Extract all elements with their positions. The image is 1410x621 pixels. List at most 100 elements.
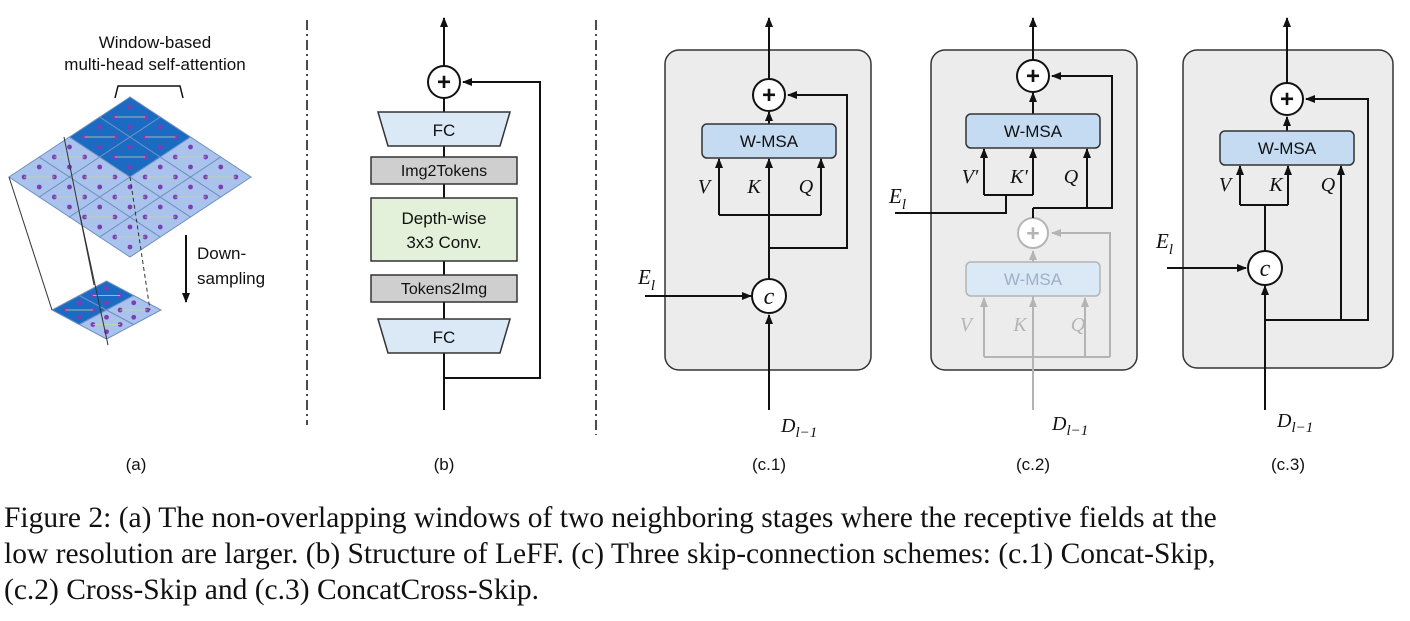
c2-faded-skip (1051, 229, 1111, 357)
c2-wmsa-block (965, 113, 1101, 149)
token-dot (76, 300, 82, 306)
token-dot (104, 300, 109, 306)
c3-wmsa-label: W-MSA (1258, 139, 1317, 158)
panel-c1-label: (c.1) (752, 455, 786, 474)
token-dot (97, 164, 103, 170)
panel-b: + FC Img2Tokens Depth-wise 3x3 Conv. Tok… (370, 17, 541, 474)
panel-a-label: (a) (126, 455, 147, 474)
token-dot (131, 300, 137, 306)
caption-line-1: Figure 2: (a) The non-overlapping window… (4, 502, 1217, 534)
token-dot (218, 164, 224, 170)
panel-c2-label: (c.2) (1016, 455, 1050, 474)
token-dot (97, 184, 103, 190)
token-dot (127, 244, 133, 250)
token-dot (97, 204, 103, 210)
token-dot (76, 314, 82, 320)
c2-encoder-line (895, 194, 1033, 214)
token-dot (127, 164, 133, 170)
tokens2img-label: Tokens2Img (401, 281, 487, 298)
panel-a: Window-based multi-head self-attention D… (8, 33, 265, 474)
c3-q-label: Q (1321, 174, 1336, 196)
tokens2img-block (370, 274, 518, 303)
token-dot (97, 124, 103, 130)
attention-title-line1: Window-based (99, 33, 211, 52)
token-dot (127, 124, 133, 130)
window-bracket (114, 85, 184, 99)
panel-c1: W-MSA + V K Q c El Dl−1 (c.1) (637, 17, 872, 474)
c3-concat-node (1247, 250, 1283, 286)
add-symbol: + (437, 69, 451, 96)
fc-bottom-block (376, 318, 512, 354)
c1-concat-symbol: c (764, 284, 775, 310)
figure-caption: Figure 2: (a) The non-overlapping window… (4, 500, 1404, 608)
c1-wmsa-block (701, 123, 837, 159)
c2-faded-v-label: V (960, 314, 975, 336)
c1-skip-line (769, 91, 848, 249)
add-node (427, 65, 461, 99)
token-dot (131, 314, 137, 320)
panel-b-label: (b) (434, 455, 455, 474)
c3-encoder-label: El (1155, 229, 1173, 258)
token-dot (157, 124, 163, 130)
token-dot (188, 164, 193, 170)
c2-encoder-label: El (888, 184, 906, 213)
token-dot (104, 285, 109, 291)
token-dot (157, 204, 163, 210)
caption-line-2: low resolution are larger. (b) Structure… (4, 538, 1216, 570)
token-dot (157, 144, 163, 150)
depthwise-conv-block (370, 197, 518, 262)
c1-decoder-label: Dl−1 (780, 415, 817, 441)
panel-c3: W-MSA + c V K Q El Dl−1 (c.3) (1155, 17, 1394, 474)
token-dot (67, 204, 72, 210)
token-dot (157, 164, 163, 170)
c2-skip-line (1033, 72, 1113, 209)
token-dot (157, 184, 163, 190)
panel-c3-label: (c.3) (1271, 455, 1305, 474)
img2tokens-block (370, 156, 518, 185)
c1-q-label: Q (799, 176, 814, 198)
c2-faded-fanout (983, 300, 1110, 358)
c2-add-symbol: + (1026, 63, 1040, 90)
c1-add-symbol: + (762, 82, 776, 109)
figure-diagram: Window-based multi-head self-attention D… (8, 17, 1394, 474)
c1-vkq-fanout (718, 165, 822, 216)
downsampling-label-line2: sampling (197, 269, 265, 288)
token-dot (218, 184, 224, 190)
projection-lines (8, 136, 151, 346)
depthwise-label-line1: Depth-wise (401, 209, 486, 228)
c2-v-prime-label: V′ (962, 166, 979, 188)
downsampling-label-line1: Down- (197, 244, 246, 263)
c2-wmsa-label: W-MSA (1004, 122, 1063, 141)
fc-bottom-label: FC (433, 328, 456, 347)
token-dot (97, 224, 103, 230)
c2-faded-q-label: Q (1071, 314, 1086, 336)
c1-v-label: V (698, 176, 713, 198)
token-dot (97, 144, 103, 150)
token-dot (127, 204, 133, 210)
fc-top-label: FC (433, 121, 456, 140)
token-dot (188, 184, 193, 190)
c2-faded-wmsa-block (965, 261, 1101, 297)
panel-c2: W-MSA + V K Q W-MSA + V′ K′ Q El Dl−1 (c… (888, 17, 1138, 474)
token-dot (127, 144, 133, 150)
residual-skip-line (444, 78, 541, 379)
c1-add-node (752, 78, 786, 112)
c2-faded-k-label: K (1012, 314, 1028, 336)
c2-faded-add-symbol: + (1026, 220, 1039, 246)
c1-wmsa-label: W-MSA (740, 132, 799, 151)
upper-window-grid (8, 96, 252, 258)
token-dot (157, 224, 163, 230)
fc-top-block (376, 111, 512, 147)
c3-add-symbol: + (1280, 86, 1294, 113)
c3-concat-symbol: c (1260, 256, 1271, 282)
token-dot (67, 184, 72, 190)
c2-add-node (1016, 59, 1050, 93)
c2-faded-wmsa-label: W-MSA (1004, 270, 1063, 289)
token-dot (67, 144, 72, 150)
c2-decoder-label: Dl−1 (1051, 413, 1088, 439)
attention-title-line2: multi-head self-attention (64, 55, 245, 74)
token-dot (188, 144, 193, 150)
c1-k-label: K (746, 176, 762, 198)
c2-q-label: Q (1064, 166, 1079, 188)
